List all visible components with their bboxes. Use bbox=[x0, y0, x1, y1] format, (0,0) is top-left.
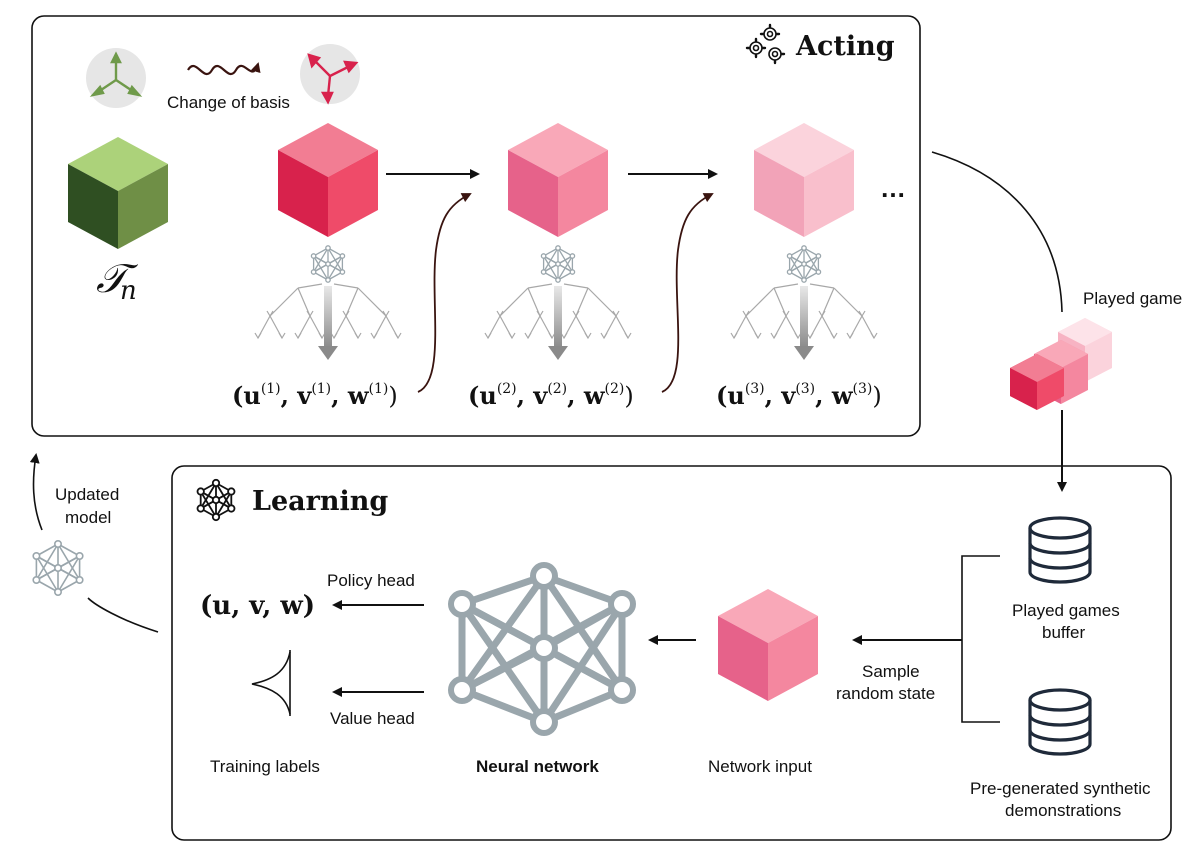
neural-network-graphic bbox=[448, 562, 636, 736]
state-cube-1 bbox=[278, 123, 378, 237]
basis-icon-green bbox=[86, 48, 146, 108]
search-tree-3 bbox=[730, 245, 878, 360]
action-label-3: (u(3), v(3), w(3)) bbox=[716, 381, 882, 410]
played-games-database-icon bbox=[1028, 516, 1092, 584]
acting-title: Acting bbox=[795, 31, 895, 62]
green-tensor-cube bbox=[68, 137, 168, 249]
more-steps-ellipsis: … bbox=[880, 173, 906, 203]
training-labels: Training labels bbox=[210, 757, 320, 776]
synthetic-database-icon bbox=[1028, 688, 1092, 756]
policy-output-label: (u, v, w) bbox=[200, 591, 315, 621]
policy-head-label: Policy head bbox=[327, 571, 415, 590]
played-game-cubes bbox=[1010, 318, 1112, 410]
updated-label-line1: Updated bbox=[55, 485, 119, 504]
search-tree-1 bbox=[254, 245, 402, 360]
sample-label-line2: random state bbox=[836, 684, 935, 703]
state-cube-3 bbox=[754, 123, 854, 237]
action-label-1: (u(1), v(1), w(1)) bbox=[232, 381, 398, 410]
neural-network-label: Neural network bbox=[476, 757, 599, 776]
updated-model-curve-upper bbox=[29, 453, 43, 531]
buffer-label-line2: buffer bbox=[1042, 623, 1086, 642]
state-cube-2 bbox=[508, 123, 608, 237]
sample-label-line1: Sample bbox=[862, 662, 920, 681]
buffer-label-line1: Played games bbox=[1012, 601, 1120, 620]
updated-model-network-icon bbox=[32, 539, 84, 596]
network-input-label: Network input bbox=[708, 757, 812, 776]
search-tree-2 bbox=[484, 245, 632, 360]
updated-model-curve-lower bbox=[87, 597, 159, 633]
synthetic-label-line1: Pre-generated synthetic bbox=[970, 779, 1151, 798]
played-game-label: Played game bbox=[1083, 289, 1182, 308]
apply-action-arrow-1 bbox=[417, 193, 472, 393]
tensor-subscript: n bbox=[120, 276, 137, 306]
learning-title: Learning bbox=[252, 486, 388, 517]
apply-action-arrow-2 bbox=[661, 193, 714, 393]
basis-wave-arrow bbox=[187, 62, 261, 76]
value-head-label: Value head bbox=[330, 709, 415, 728]
network-icon bbox=[196, 478, 236, 522]
learning-panel bbox=[171, 465, 1172, 841]
sample-bracket bbox=[961, 555, 1000, 723]
value-distribution-icon bbox=[251, 650, 291, 716]
network-input-cube bbox=[718, 589, 818, 701]
basis-icon-red bbox=[300, 44, 360, 105]
action-label-2: (u(2), v(2), w(2)) bbox=[468, 381, 634, 410]
change-of-basis-label: Change of basis bbox=[167, 93, 290, 112]
acting-panel bbox=[31, 15, 921, 437]
gears-icon bbox=[745, 23, 786, 65]
synthetic-label-line2: demonstrations bbox=[1005, 801, 1121, 820]
updated-label-line2: model bbox=[65, 508, 111, 527]
played-game-connector bbox=[931, 151, 1063, 313]
